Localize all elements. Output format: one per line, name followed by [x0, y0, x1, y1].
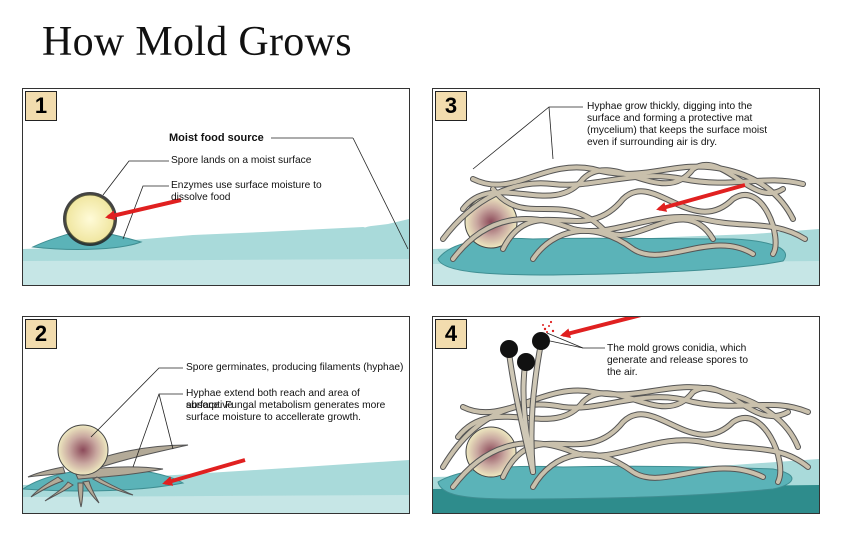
label-enzymes-line-1: Enzymes use surface moisture to: [171, 180, 322, 191]
page-title: How Mold Grows: [42, 19, 352, 65]
leader-lines: [472, 106, 583, 170]
mycelium-mat: [440, 161, 808, 262]
label-mat-line-3: (mycelium) that keeps the surface moist: [587, 125, 768, 136]
spore: [63, 192, 117, 246]
leader-lines: [90, 367, 183, 468]
panel-1-illustration: [23, 137, 409, 285]
label-hyphae-extend-line-1: Hyphae extend both reach and area of abs…: [186, 388, 360, 411]
red-arrow: [656, 183, 746, 212]
label-hyphae-extend-line-3: surface moisture to accellerate growth.: [186, 412, 361, 423]
label-mat-line-1: Hyphae grow thickly, digging into the: [587, 101, 753, 112]
red-arrow: [162, 458, 246, 486]
label-enzymes-line-2: dissolve food: [171, 192, 231, 203]
food-surface: [23, 219, 409, 285]
label-spore-germinates: Spore germinates, producing filaments (h…: [186, 362, 404, 373]
step-number: 2: [25, 319, 57, 349]
leader-lines: [102, 137, 409, 250]
panel-1: 1 Moist food source Spore lands on a moi…: [22, 88, 410, 286]
conidia-heads: [500, 332, 550, 371]
label-hyphae-extend-line-2: surface. Fungal metabolism generates mor…: [186, 400, 386, 411]
red-arrow: [105, 198, 182, 221]
conidiophore-stalks: [506, 340, 544, 475]
label-mat-line-4: even if surrounding air is dry.: [587, 137, 718, 148]
panel-3: 3 Hyphae grow thickly, digging into the …: [432, 88, 820, 286]
step-number: 3: [435, 91, 467, 121]
label-moist-food-source: Moist food source: [169, 132, 264, 144]
label-conidia-line-2: generate and release spores to: [607, 355, 749, 366]
food-surface: [23, 460, 409, 513]
panel-3-illustration: [433, 106, 819, 285]
label-spore-lands: Spore lands on a moist surface: [171, 155, 312, 166]
spore: [57, 424, 109, 476]
label-mat-line-2: surface and forming a protective mat: [587, 113, 753, 124]
panel-4-illustration: [433, 317, 819, 513]
step-number: 1: [25, 91, 57, 121]
panel-2: 2 Spore germinates, producing filaments …: [22, 316, 410, 514]
released-spores: [542, 320, 555, 333]
panel-4: 4 The mold grows conidia, which generate…: [432, 316, 820, 514]
leader-lines: [546, 332, 605, 349]
red-arrow: [560, 317, 642, 339]
label-conidia-line-1: The mold grows conidia, which: [607, 343, 747, 354]
label-conidia-line-3: the air.: [607, 367, 638, 378]
panel-2-illustration: [23, 367, 409, 513]
step-number: 4: [435, 319, 467, 349]
